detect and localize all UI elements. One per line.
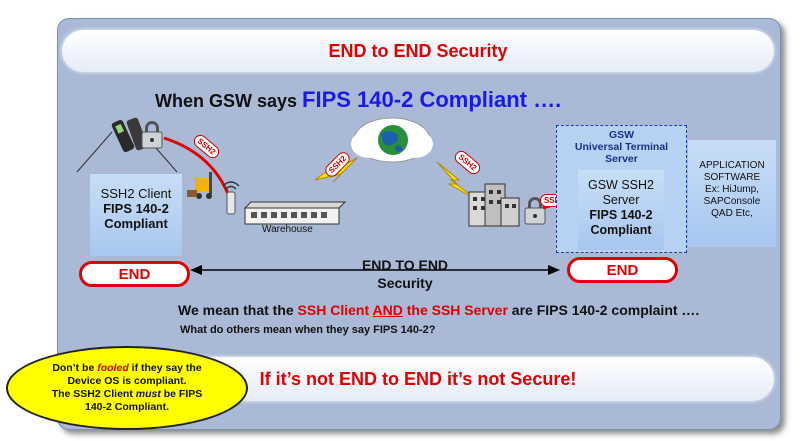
forklift-icon bbox=[187, 172, 212, 199]
padlock-icon bbox=[524, 197, 546, 225]
end-to-end-label: END TO END Security bbox=[330, 256, 480, 292]
server-line2: Server bbox=[602, 193, 640, 207]
client-line3: Compliant bbox=[104, 216, 168, 231]
app-line1: APPLICATION bbox=[699, 160, 765, 171]
warehouse-label: Warehouse bbox=[262, 224, 313, 235]
server-title-line3: Server bbox=[605, 153, 638, 165]
subtitle: When GSW says FIPS 140-2 Compliant …. bbox=[155, 87, 715, 113]
header-title: END to END Security bbox=[328, 40, 508, 61]
meaning-statement: We mean that the SSH Client AND the SSH … bbox=[178, 302, 699, 318]
footer-text: If it’s not END to END it’s not Secure! bbox=[259, 368, 577, 389]
ssh2-client-box: SSH2 Client FIPS 140-2 Compliant bbox=[90, 174, 182, 256]
network-diagram bbox=[76, 117, 581, 227]
client-line2: FIPS 140-2 bbox=[103, 201, 169, 216]
meaning-server: the SSH Server bbox=[406, 302, 508, 318]
end-left-label: END bbox=[118, 265, 151, 283]
server-line4: Compliant bbox=[590, 223, 652, 237]
app-line3: Ex: HiJump, bbox=[705, 184, 759, 195]
subtitle-prefix: When GSW says bbox=[155, 91, 298, 111]
end-right-badge: END bbox=[567, 257, 678, 283]
end-to-end-line2: Security bbox=[377, 275, 433, 291]
end-to-end-arrow bbox=[190, 265, 560, 275]
padlock-icon bbox=[141, 121, 163, 149]
access-point-icon bbox=[222, 181, 240, 215]
subtitle-highlight: FIPS 140-2 Compliant …. bbox=[302, 87, 562, 112]
end-to-end-line1: END TO END bbox=[361, 257, 449, 273]
meaning-client: SSH Client bbox=[297, 302, 370, 318]
meaning-and: AND bbox=[372, 302, 403, 318]
header-banner: END to END Security bbox=[62, 30, 774, 72]
connector-line bbox=[76, 131, 113, 173]
server-line1: GSW SSH2 bbox=[588, 178, 654, 192]
end-right-label: END bbox=[606, 261, 639, 279]
callout-line2: Device OS is compliant. bbox=[67, 375, 187, 387]
server-title-line1: GSW bbox=[608, 129, 635, 141]
question-text: What do others mean when they say FIPS 1… bbox=[180, 324, 436, 336]
callout-bubble: Don’t be fooled if they say the Device O… bbox=[6, 346, 248, 430]
app-line2: SOFTWARE bbox=[703, 172, 761, 183]
building-icon bbox=[468, 183, 520, 227]
callout-line3: The SSH2 Client must be FIPS bbox=[51, 388, 203, 400]
callout-must: must bbox=[135, 388, 161, 400]
meaning-suffix: are FIPS 140-2 complaint …. bbox=[511, 302, 700, 318]
app-line4: SAPConsole bbox=[703, 196, 761, 207]
callout-line4: 140-2 Compliant. bbox=[84, 401, 170, 413]
warehouse-switch-icon bbox=[243, 201, 347, 225]
app-line5: QAD Etc, bbox=[711, 208, 753, 219]
internet-cloud-icon bbox=[351, 117, 433, 163]
application-software-box: APPLICATION SOFTWARE Ex: HiJump, SAPCons… bbox=[688, 140, 776, 247]
server-line3: FIPS 140-2 bbox=[589, 208, 653, 222]
end-left-badge: END bbox=[79, 261, 190, 287]
callout-fooled: fooled bbox=[97, 362, 129, 374]
client-line1: SSH2 Client bbox=[100, 186, 172, 201]
gsw-ssh2-server-box: GSW SSH2 Server FIPS 140-2 Compliant bbox=[578, 170, 664, 250]
meaning-prefix: We mean that the bbox=[178, 302, 294, 318]
server-title-line2: Universal Terminal bbox=[574, 141, 669, 153]
callout-line1: Don’t be fooled if they say the bbox=[52, 362, 202, 374]
